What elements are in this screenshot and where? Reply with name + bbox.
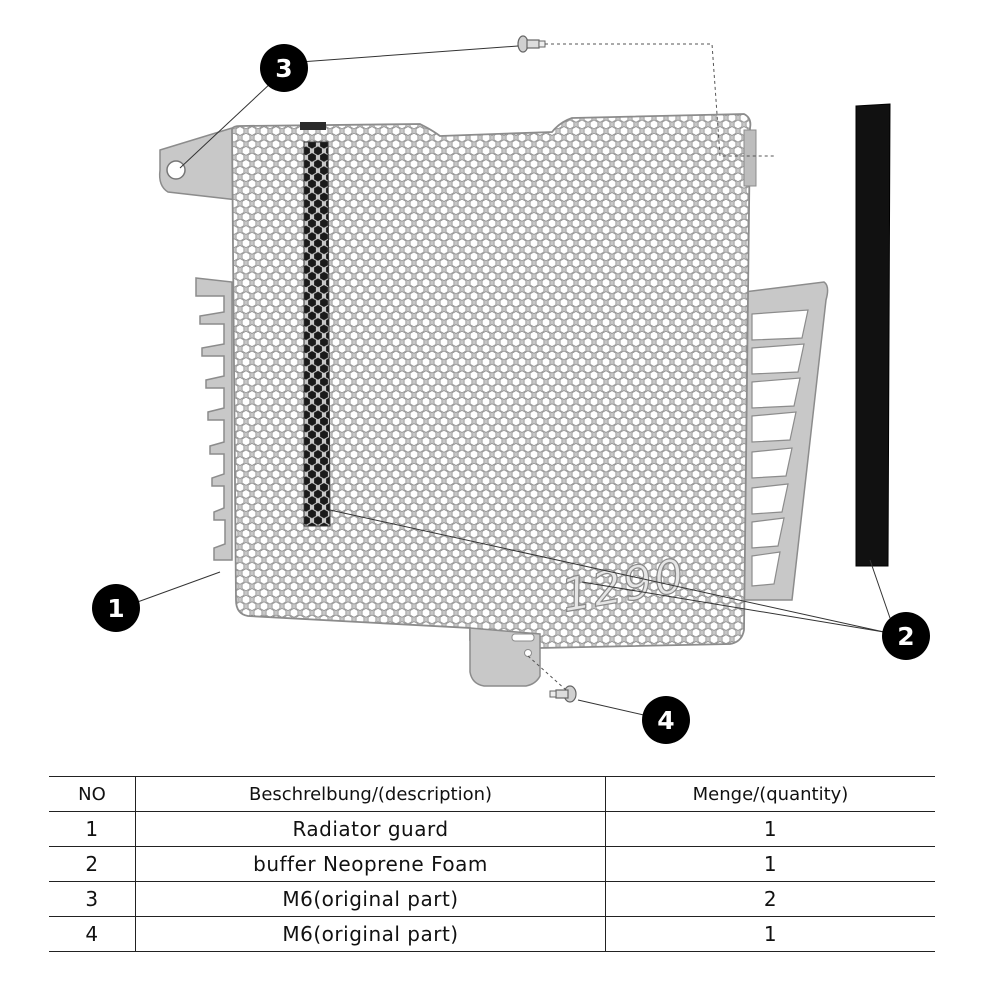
table-row: 2 buffer Neoprene Foam 1 <box>49 846 935 882</box>
callout-1: 1 <box>92 584 140 632</box>
exploded-parts-diagram: 1290 1 2 3 <box>92 35 930 744</box>
table-header-row: NO Beschrelbung/(description) Menge/(qua… <box>49 776 935 812</box>
callout-2: 2 <box>882 612 930 660</box>
svg-text:4: 4 <box>657 706 674 735</box>
bolt-m6-top <box>517 35 546 53</box>
cell-description: buffer Neoprene Foam <box>135 846 606 882</box>
cell-quantity: 1 <box>605 846 935 882</box>
header-quantity: Menge/(quantity) <box>605 776 935 812</box>
header-description: Beschrelbung/(description) <box>135 776 606 812</box>
leader-lines <box>131 45 891 717</box>
svg-text:3: 3 <box>275 54 292 83</box>
cell-no: 1 <box>49 811 136 847</box>
cell-quantity: 1 <box>605 811 935 847</box>
cell-no: 2 <box>49 846 136 882</box>
cell-description: M6(original part) <box>135 881 606 917</box>
header-no: NO <box>49 776 136 812</box>
table-row: 3 M6(original part) 2 <box>49 881 935 917</box>
parts-table: NO Beschrelbung/(description) Menge/(qua… <box>49 776 935 952</box>
radiator-guard: 1290 <box>158 113 829 687</box>
cell-no: 4 <box>49 916 136 952</box>
bolt-m6-bottom <box>549 685 577 703</box>
neoprene-foam-strip <box>855 103 891 567</box>
svg-text:1: 1 <box>107 594 124 623</box>
cell-quantity: 1 <box>605 916 935 952</box>
callout-4: 4 <box>642 696 690 744</box>
cell-no: 3 <box>49 881 136 917</box>
table-row: 1 Radiator guard 1 <box>49 811 935 847</box>
assembly-guide-lines <box>527 43 776 691</box>
cell-quantity: 2 <box>605 881 935 917</box>
svg-text:2: 2 <box>897 622 914 651</box>
cell-description: Radiator guard <box>135 811 606 847</box>
table-row: 4 M6(original part) 1 <box>49 916 935 952</box>
callout-3: 3 <box>260 44 308 92</box>
cell-description: M6(original part) <box>135 916 606 952</box>
